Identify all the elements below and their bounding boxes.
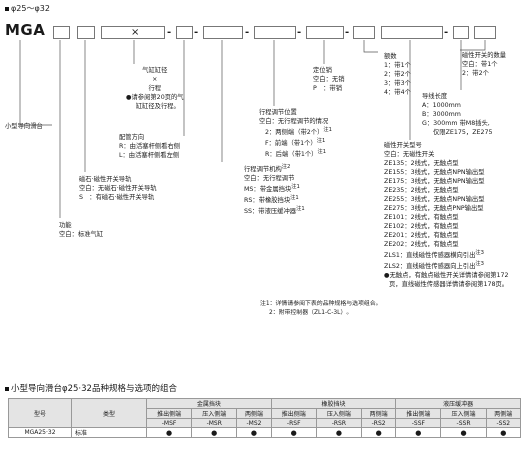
code-dash: - [194,27,199,38]
switch-model-row: ZE275：3线式，无触点PNP输出型 [384,205,484,212]
switch-model-row: ZE135：2线式，无触点型 [384,160,459,167]
label-adjust: 行程调节位置 空白：无行程调节的情况 2：两侧端（带2个）注1 F：前端（带1个… [259,109,332,159]
code-box-bore-stroke [101,26,165,39]
code-box-adjust [254,26,296,39]
label-bore: 气缸缸径 × 行程 ●请参阅第20页的气 缸缸径及行程。 [126,67,184,110]
code-box-magnet [77,26,95,39]
code-dash: - [345,27,350,38]
label-function: 功能 空白：标准气缸 [59,222,104,238]
sub-code: -SSR [440,418,487,428]
switch-model-row: ZE102：2线式，有触点型 [384,223,459,230]
cell-dot: ● [440,427,487,438]
sub-code: -MSF [145,418,193,428]
switch-model-row: ZE101：2线式，有触点型 [384,214,459,221]
code-box-count [353,26,375,39]
label-guide: 小型导向滑台 [5,123,43,130]
label-switch-qty: 磁性开关的数量 空白：带1个 2：带2个 [462,52,507,77]
sub-code: -SSF [395,418,442,428]
label-switch-model: 磁性开关型号 空白：无磁性开关 ZE135：2线式，无触点型 ZE155：3线式… [384,142,509,289]
cell-dot: ● [485,427,522,438]
code-box-lead [453,26,469,39]
code-dash: - [245,27,250,38]
label-mech: 行程调节机构注2 空白：无行程调节 MS：带金属挡块注1 RS：带橡胶挡块注1 … [244,164,305,216]
code-box-pipe [176,26,193,39]
code-dash: - [297,27,302,38]
sub-header: 两侧端 [236,408,272,419]
code-box-qty [474,26,496,39]
switch-model-row: ZE202：2线式，有触点型 [384,241,459,248]
cell-dot: ● [145,427,193,438]
switch-model-row: ZLS1：直线磁性传感器横向引出注3 [384,250,484,260]
cell-dot: ● [191,427,238,438]
footnotes: 注1：详情请参阅下表的品种规格与选项组合。 2：附带控制器（ZL1-C-3L）。 [260,301,382,316]
model-code: MGA [5,21,46,39]
x-mark: × [131,27,140,38]
code-box-function [53,26,70,39]
cell-dot: ● [270,427,317,438]
cell-dot: ● [236,427,272,438]
label-magnet: 磁石·磁性开关导轨 空白：无磁石·磁性开关导轨 S ：有磁石·磁性开关导轨 [79,176,157,201]
sub-code: -MSR [191,418,238,428]
sub-header: 压入侧端 [191,408,238,419]
group-header: 橡胶挡块 [270,398,397,409]
code-dash: - [167,27,172,38]
switch-model-row: ZE155：3线式，无触点NPN输出型 [384,169,485,176]
cell-dot: ● [395,427,442,438]
sub-header: 压入侧端 [315,408,362,419]
label-pipe: 配管方向 R：由活塞杆侧看右侧 L：由活塞杆侧看左侧 [119,134,181,159]
sub-code: -RS2 [360,418,397,428]
switch-model-row: ZE201：2线式，有触点型 [384,232,459,239]
label-lead: 导线长度 A：1000mm B：3000mm G：300mm 带M8插头, 仅限… [422,93,493,136]
switch-model-row: ZE175：3线式，无触点NPN输出型 [384,178,485,185]
table-row: MGA25·32 标准 ● ● ● ● ● ● ● ● ● [8,427,522,438]
sub-code: -SS2 [485,418,522,428]
col-header-model: 型号 [8,398,72,428]
cell-dot: ● [360,427,397,438]
cell-dot: ● [315,427,362,438]
sub-code: -RSR [315,418,362,428]
sub-header: 两侧端 [485,408,522,419]
code-box-switch [381,26,443,39]
switch-model-row: ZLS2：直线磁性传感器向上引出注3 [384,261,484,271]
group-header: 金属挡块 [146,398,272,409]
sub-header: 推出侧端 [145,408,193,419]
spec-table: 型号 类型 金属挡块 橡胶挡块 液压缓冲器 推出侧端 压入侧端 两侧端 推出侧端… [8,398,522,438]
sub-header: 推出侧端 [270,408,317,419]
switch-model-row: ZE235：2线式，无触点型 [384,187,459,194]
sub-header: 两侧端 [360,408,397,419]
sub-header: 推出侧端 [395,408,442,419]
label-pin: 定位销 空白：无销 P ：带销 [313,67,345,92]
sub-code: -RSF [270,418,317,428]
code-dash: - [444,27,449,38]
label-switch-count: 额数 1：带1个 2：带2个 3：带3个 4：带4个 [384,53,411,96]
col-header-type: 类型 [71,398,147,428]
cell-type: 标准 [71,427,147,438]
cell-model: MGA25·32 [8,427,72,438]
group-header: 液压缓冲器 [395,398,521,409]
bore-range: φ25～φ32 [5,3,50,14]
sub-code: -MS2 [236,418,272,428]
sub-header: 压入侧端 [440,408,487,419]
switch-model-row: ZE255：3线式，无触点NPN输出型 [384,196,485,203]
code-box-pin [306,26,344,39]
code-box-mech [203,26,243,39]
section-title: 小型导向滑台φ25·32品种规格与选项的组合 [5,382,177,394]
